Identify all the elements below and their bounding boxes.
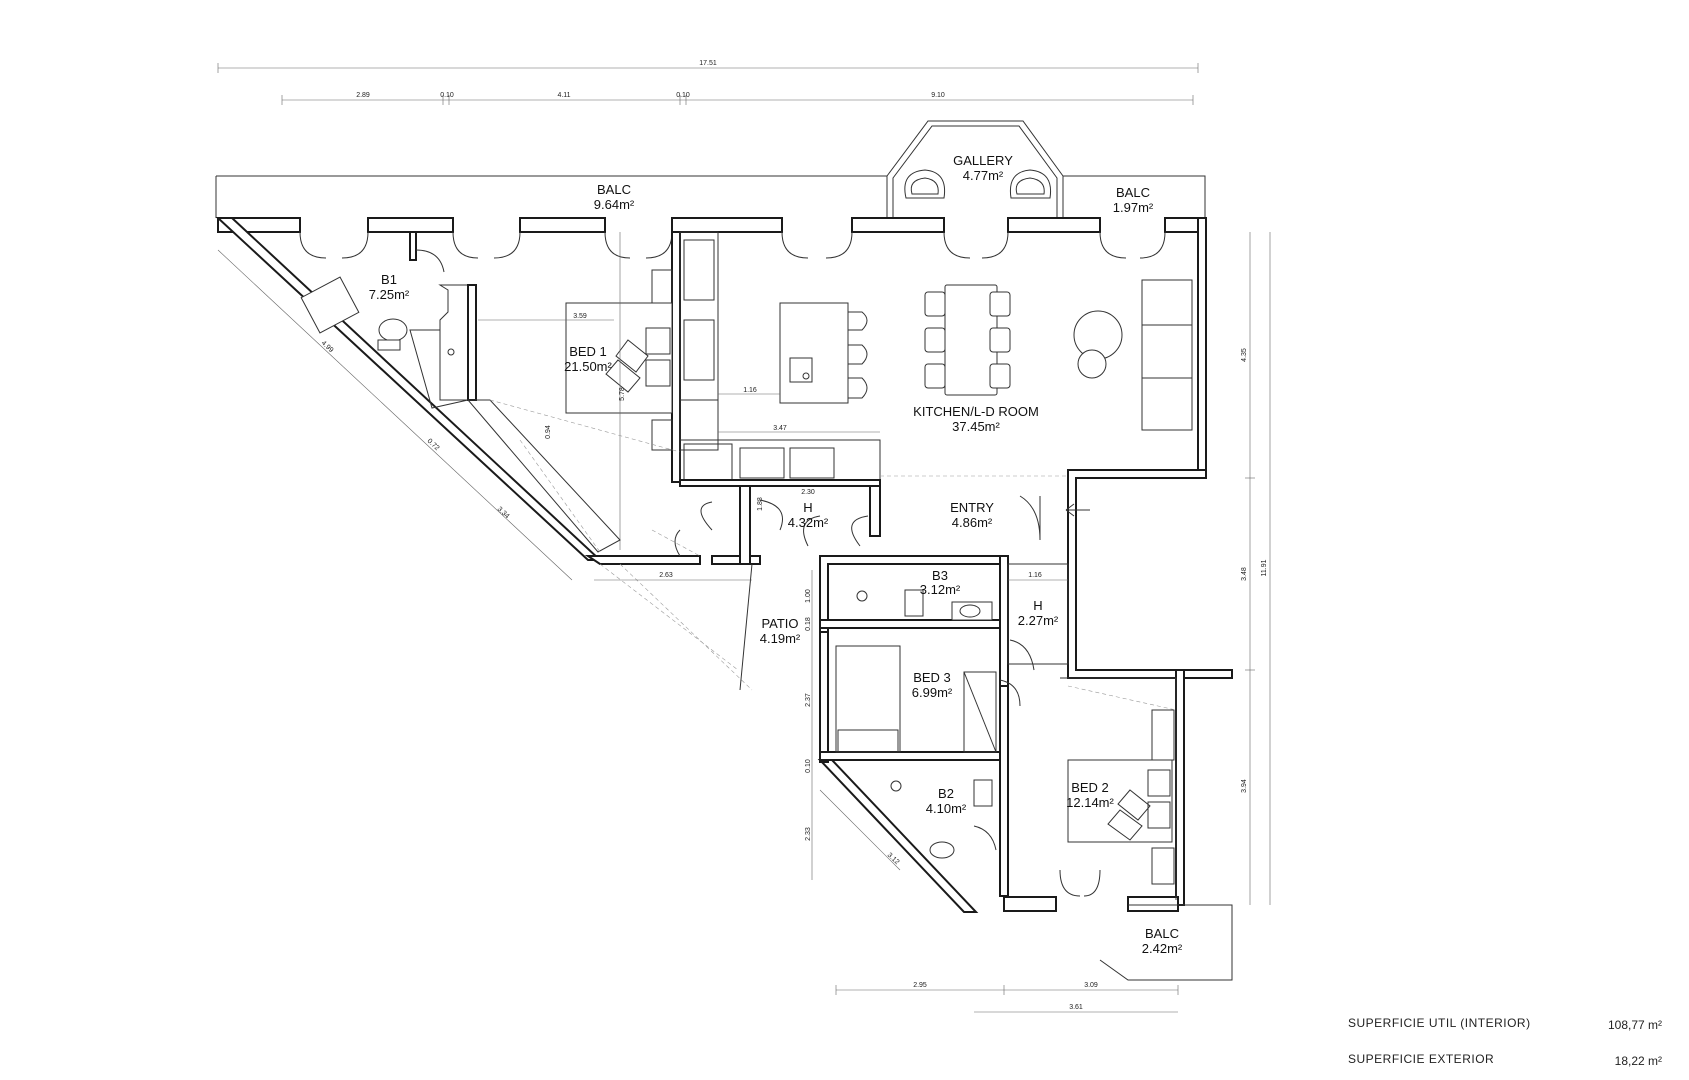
area-bed1: 21.50m²	[564, 359, 612, 374]
area-balc-right: 1.97m²	[1113, 200, 1154, 215]
dim-diag-inner: 0.94	[545, 425, 552, 439]
top-dimensions: 17.51 2.89 0.10 4.11 0.10 9.10	[217, 60, 1199, 105]
dim-b3-h2: 0.18	[805, 617, 812, 631]
b2-area	[890, 685, 1009, 897]
dim-diag-low: 3.34	[496, 506, 511, 520]
label-kitchen: KITCHEN/L-D ROOM	[913, 404, 1039, 419]
dim-b2-h: 2.33	[805, 827, 812, 841]
dim-b3-gap: 1.16	[1028, 572, 1042, 579]
dim-diag-mid: 0.72	[426, 438, 441, 452]
label-balc-top: BALC	[597, 182, 631, 197]
facade-doors	[299, 231, 1166, 259]
patio-area	[599, 563, 753, 691]
dim-bottom-3: 3.61	[1069, 1004, 1083, 1011]
area-kitchen: 37.45m²	[952, 419, 1000, 434]
area-entry: 4.86m²	[952, 515, 993, 530]
dim-right-total: 11.91	[1261, 559, 1268, 576]
dim-seg-3: 4.11	[557, 92, 570, 99]
dim-b2-diag: 3.12	[886, 852, 901, 866]
interior-dimensions: 3.59 5.78 1.16 3.47 2.30 1.88 2.63 1.16 …	[566, 313, 1068, 880]
area-b3: 3.12m²	[920, 582, 961, 597]
gallery-bay	[886, 120, 1064, 218]
area-bed3: 6.99m²	[912, 685, 953, 700]
area-balc-bottom: 2.42m²	[1142, 941, 1183, 956]
label-hall-2: H	[1033, 598, 1042, 613]
armchair-left	[904, 169, 946, 199]
dim-island: 1.16	[743, 387, 757, 394]
label-hall-1: H	[803, 500, 812, 515]
dim-wall-h: 0.10	[805, 759, 812, 773]
dim-total-width: 17.51	[699, 60, 717, 67]
hall-entry	[651, 475, 1090, 565]
dim-bottom-2: 3.09	[1084, 982, 1098, 989]
dim-right-top: 4.35	[1241, 348, 1248, 362]
exterior-surface-value: 18,22 m²	[1614, 1054, 1662, 1068]
dim-bottom-1: 2.95	[913, 982, 927, 989]
dim-right-low: 3.94	[1241, 779, 1248, 793]
area-bed2: 12.14m²	[1066, 795, 1114, 810]
b3-hall2	[819, 555, 1069, 687]
dim-bed1-width: 3.59	[573, 313, 587, 320]
dim-hall-height: 1.88	[757, 497, 764, 511]
label-bed2: BED 2	[1071, 780, 1109, 795]
dim-kitchen-len: 3.47	[773, 425, 787, 432]
area-patio: 4.19m²	[760, 631, 801, 646]
dim-seg-4: 0.10	[676, 92, 690, 99]
label-bed1: BED 1	[569, 344, 607, 359]
label-b1: B1	[381, 272, 397, 287]
label-balc-bottom: BALC	[1145, 926, 1179, 941]
label-entry: ENTRY	[950, 500, 994, 515]
interior-surface-label: SUPERFICIE UTIL (INTERIOR)	[1348, 1016, 1531, 1030]
area-hall-1: 4.32m²	[788, 515, 829, 530]
b1-bathroom	[300, 231, 477, 409]
area-b1: 7.25m²	[369, 287, 410, 302]
interior-surface-value: 108,77 m²	[1607, 1018, 1662, 1032]
dim-b3-h1: 1.00	[805, 589, 812, 603]
dim-seg-5: 9.10	[931, 92, 945, 99]
dim-right-mid: 3.48	[1241, 567, 1248, 581]
kitchen-area	[679, 231, 881, 487]
exterior-surface-label: SUPERFICIE EXTERIOR	[1348, 1052, 1495, 1066]
label-bed3: BED 3	[913, 670, 951, 685]
label-b3: B3	[932, 568, 948, 583]
area-gallery: 4.77m²	[963, 168, 1004, 183]
area-b2: 4.10m²	[926, 801, 967, 816]
bed2-area	[1059, 677, 1177, 900]
dim-patio-width: 2.63	[659, 572, 673, 579]
label-b2: B2	[938, 786, 954, 801]
label-balc-right: BALC	[1116, 185, 1150, 200]
dim-seg-2: 0.10	[440, 92, 454, 99]
area-hall-2: 2.27m²	[1018, 613, 1059, 628]
armchair-right	[1009, 169, 1052, 199]
area-balc-top: 9.64m²	[594, 197, 635, 212]
label-gallery: GALLERY	[953, 153, 1013, 168]
dining-living	[924, 279, 1193, 431]
bed1-area	[466, 231, 681, 553]
dim-seg-1: 2.89	[356, 92, 370, 99]
room-labels: BALC 9.64m² GALLERY 4.77m² BALC 1.97m² B…	[369, 153, 1183, 956]
label-patio: PATIO	[761, 616, 798, 631]
right-dimensions: 4.35 3.48 11.91 3.94	[1241, 232, 1271, 905]
balcony-bottom	[1099, 904, 1233, 981]
dim-bed1-height: 5.78	[619, 387, 626, 401]
dim-bed3-h: 2.37	[805, 693, 812, 707]
dim-hall-width: 2.30	[801, 489, 815, 496]
bottom-dimensions: 2.95 3.09 3.61	[835, 982, 1179, 1013]
